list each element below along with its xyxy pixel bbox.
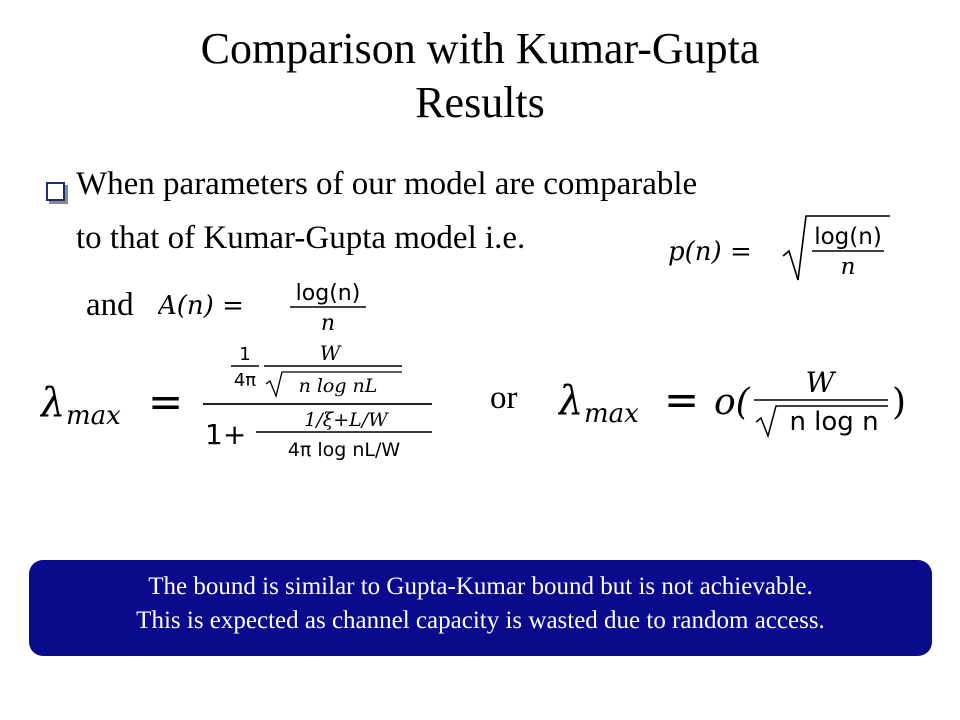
a-of-n-denominator: n	[321, 311, 335, 336]
lambda-full-top-num: W	[320, 341, 342, 365]
lambda-full-subscript: max	[66, 401, 121, 431]
lambda-order-symbol: λ	[558, 378, 583, 424]
sqrt-radical-icon	[755, 405, 888, 439]
equation-p-of-n: p(n) = log(n) n	[668, 215, 890, 281]
square-bullet-icon	[46, 182, 65, 201]
a-of-n-numerator: log(n)	[296, 281, 361, 306]
lambda-order-den: n log n	[789, 407, 878, 437]
lambda-full-symbol: λ	[40, 380, 65, 426]
lambda-full-equals: =	[148, 377, 183, 426]
lambda-full-bottom-num: 1/ξ+L/W	[304, 409, 389, 431]
bullet-text-line-2: to that of Kumar-Gupta model i.e.	[76, 220, 526, 256]
lambda-full-top-den: n log nL	[299, 375, 378, 397]
p-of-n-denominator: n	[841, 254, 856, 280]
lambda-order-num: W	[806, 366, 837, 399]
equation-a-of-n: A(n) = log(n) n	[158, 281, 366, 336]
or-text: or	[490, 380, 518, 416]
callout-line-2: This is expected as channel capacity is …	[136, 607, 825, 634]
lambda-order-close: )	[892, 382, 906, 423]
lambda-order-o-open: o(	[714, 382, 751, 423]
p-of-n-numerator: log(n)	[814, 224, 882, 250]
title-line-2: Results	[415, 78, 545, 127]
bullet-text-line-1: When parameters of our model are compara…	[76, 166, 698, 202]
slide-title: Comparison with Kumar-Gupta Results	[80, 22, 880, 130]
equation-lambda-full: λ max = 1 4π W n log nL 1+ 1/ξ+L/W 4π lo…	[40, 341, 432, 461]
conclusion-callout: The bound is similar to Gupta-Kumar boun…	[29, 560, 932, 656]
lambda-full-top-coef-den: 4π	[234, 370, 256, 391]
lambda-full-top-coef-num: 1	[239, 344, 250, 365]
lambda-full-bottom-den: 4π log nL/W	[288, 439, 401, 461]
callout-line-1: The bound is similar to Gupta-Kumar boun…	[148, 573, 813, 600]
lambda-full-one-plus: 1+	[205, 418, 246, 451]
lambda-order-subscript: max	[584, 399, 639, 429]
sqrt-radical-icon	[782, 215, 890, 281]
a-of-n-lhs: A(n) =	[158, 291, 244, 321]
title-line-1: Comparison with Kumar-Gupta	[200, 24, 760, 73]
p-of-n-lhs: p(n) =	[668, 237, 752, 267]
sqrt-radical-icon	[265, 371, 402, 399]
lambda-order-equals: =	[664, 375, 699, 424]
and-text: and	[86, 287, 134, 323]
equation-lambda-order: λ max = o( W n log n )	[558, 366, 906, 439]
